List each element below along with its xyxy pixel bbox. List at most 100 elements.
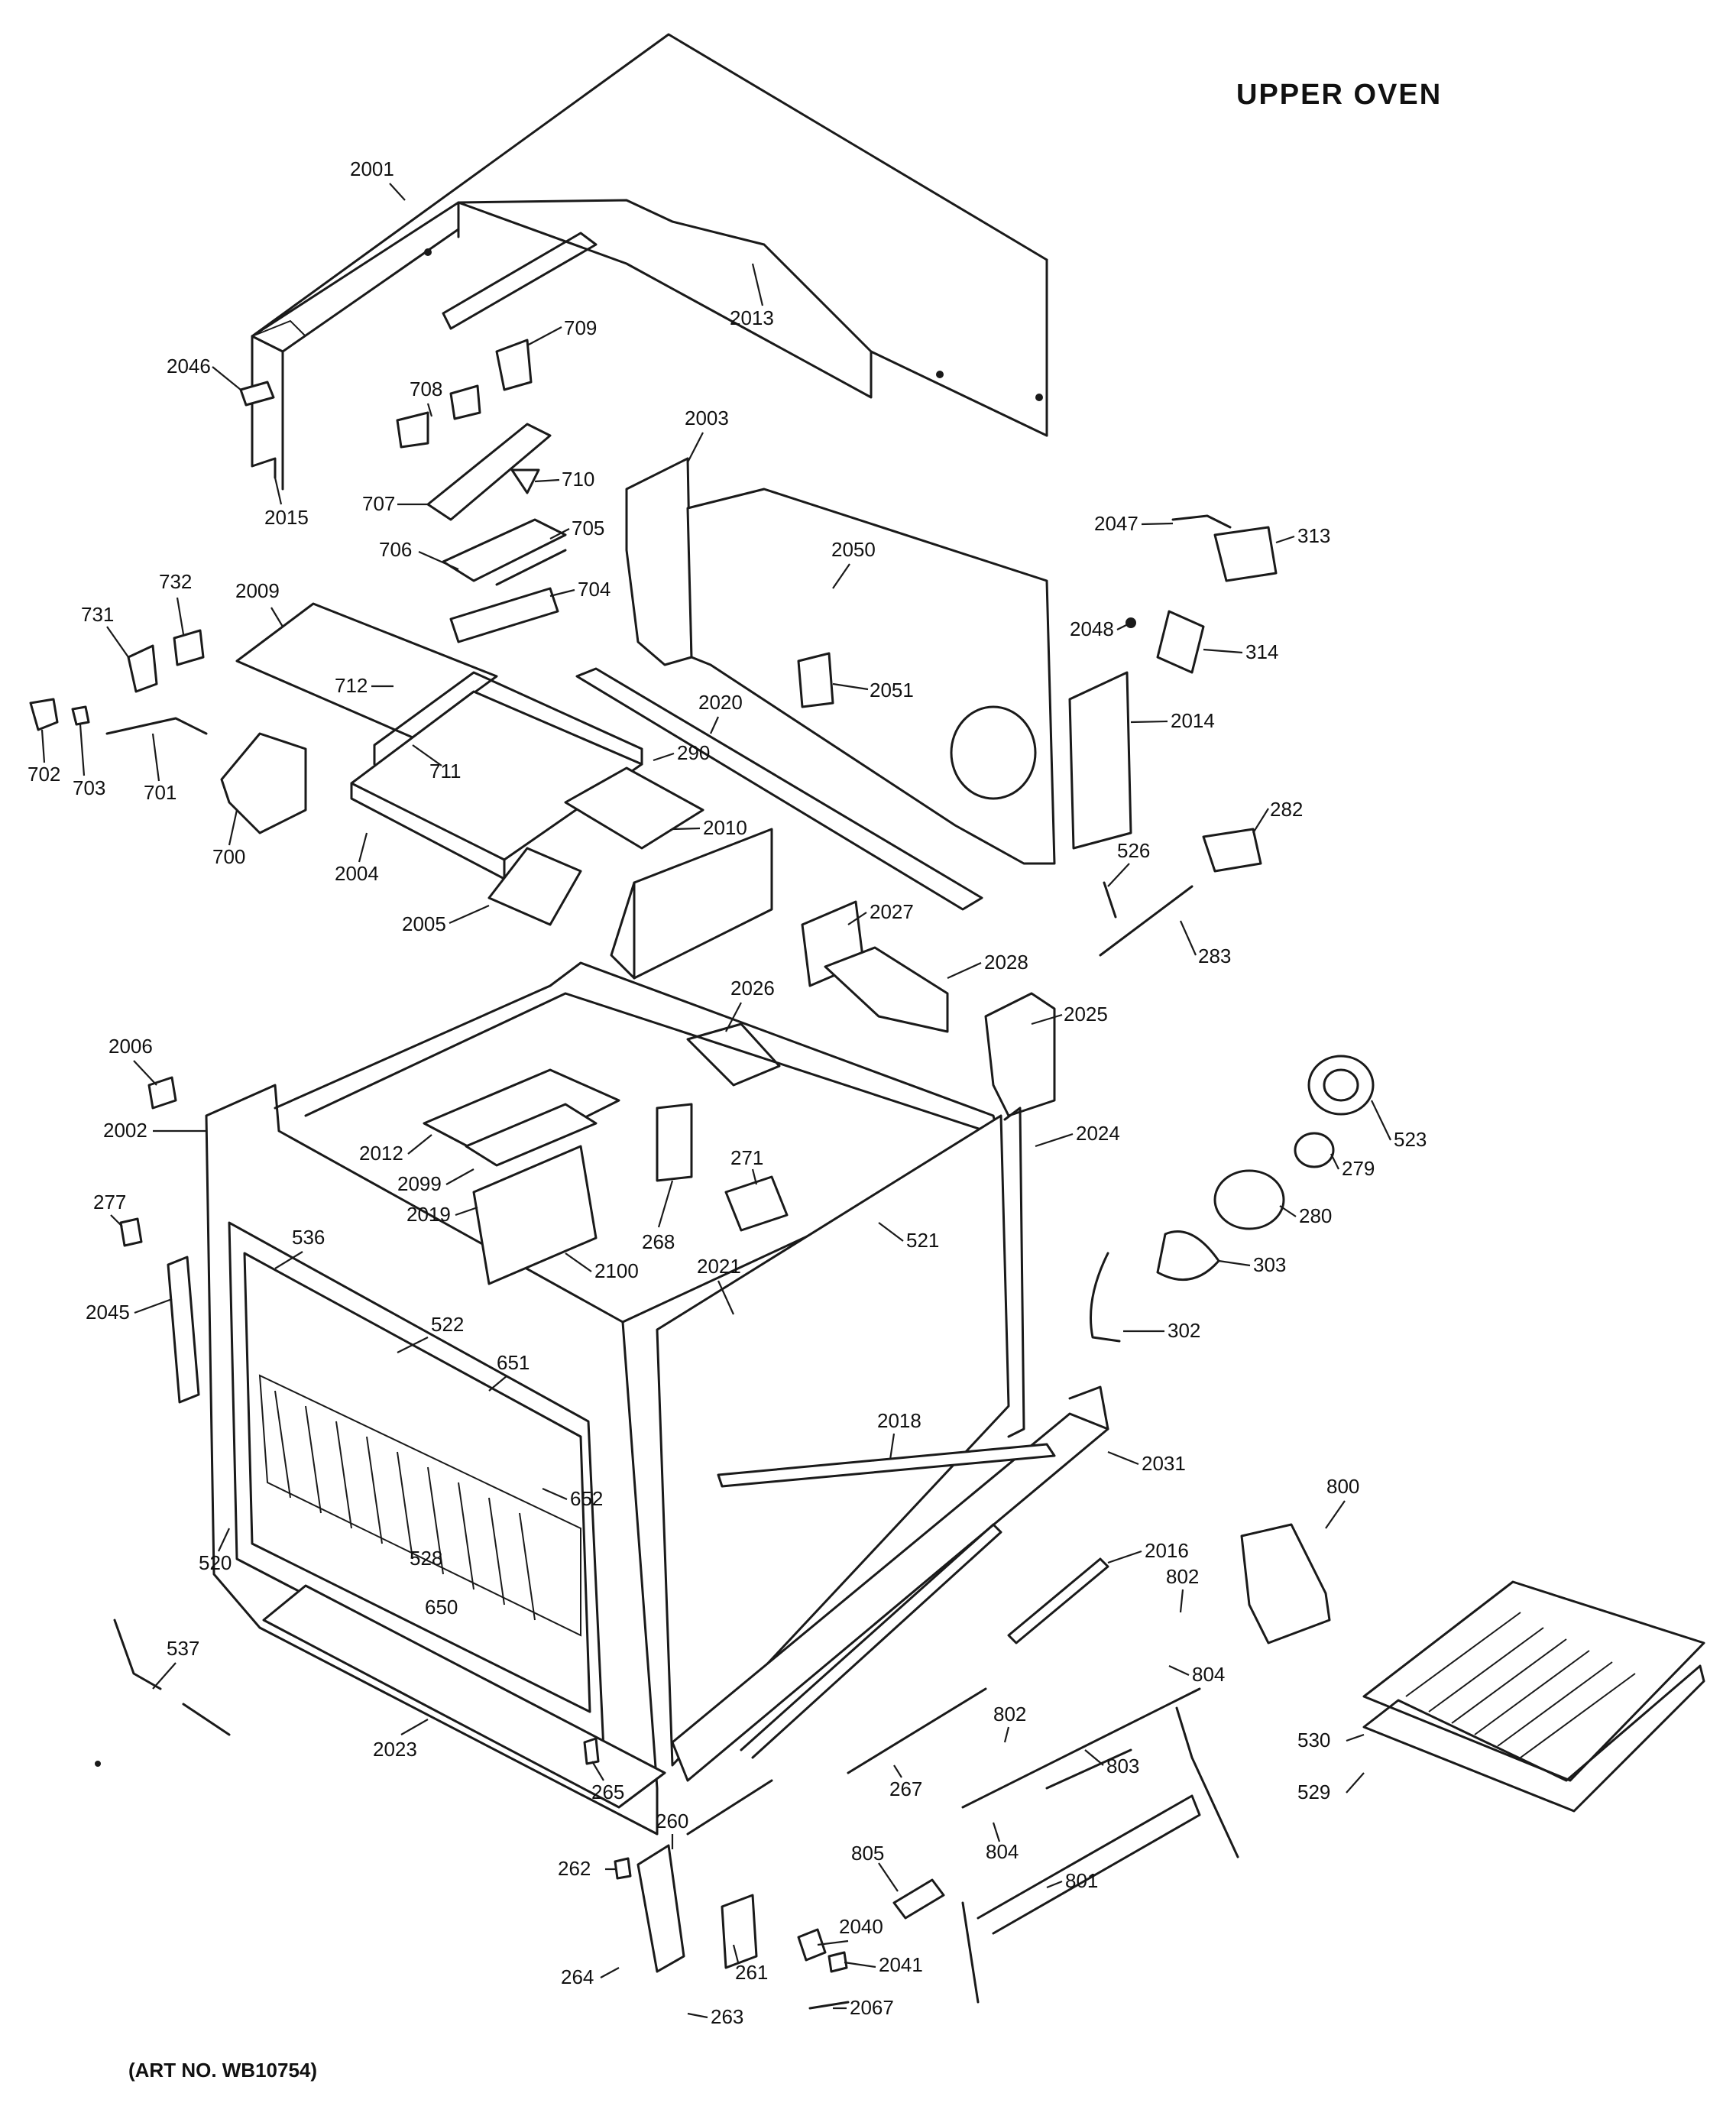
- callout-302: 302: [1168, 1319, 1200, 1342]
- callout-706: 706: [379, 538, 412, 561]
- lamp-holder-279: [1294, 1132, 1335, 1168]
- callout-2016: 2016: [1145, 1539, 1189, 1562]
- callout-263: 263: [711, 2005, 743, 2028]
- callout-801: 801: [1065, 1869, 1098, 1892]
- callout-2010: 2010: [703, 816, 747, 839]
- callout-732: 732: [159, 570, 192, 593]
- part-703: [71, 705, 90, 726]
- callout-290: 290: [677, 741, 710, 764]
- callout-2031: 2031: [1142, 1452, 1186, 1475]
- callout-2023: 2023: [373, 1738, 417, 1761]
- callout-2046: 2046: [167, 355, 211, 378]
- bracket-2046: [239, 381, 275, 407]
- callout-731: 731: [81, 603, 114, 626]
- callout-277: 277: [93, 1191, 126, 1214]
- probe-537: [113, 1619, 231, 1736]
- part-265: [583, 1737, 600, 1765]
- callout-2041: 2041: [879, 1953, 923, 1976]
- callout-2015: 2015: [264, 506, 309, 529]
- callout-2040: 2040: [839, 1915, 883, 1938]
- duct-2028: [824, 946, 949, 1033]
- callout-314: 314: [1245, 640, 1278, 663]
- callout-2051: 2051: [870, 679, 914, 702]
- callout-2026: 2026: [730, 977, 775, 1000]
- bracket-731: [127, 644, 158, 693]
- callout-803: 803: [1106, 1755, 1139, 1777]
- wire-302: [1090, 1252, 1121, 1343]
- callout-264: 264: [561, 1965, 594, 1988]
- callout-2067: 2067: [850, 1996, 894, 2019]
- callout-530: 530: [1297, 1729, 1330, 1751]
- callout-652: 652: [570, 1487, 603, 1510]
- hinge-261: [721, 1894, 758, 1969]
- brace-2020: [575, 667, 983, 911]
- callout-520: 520: [199, 1551, 232, 1574]
- callout-529: 529: [1297, 1781, 1330, 1803]
- spit-803: [961, 1687, 1201, 1809]
- callout-2018: 2018: [877, 1409, 921, 1432]
- callout-2002: 2002: [103, 1119, 147, 1142]
- callout-711: 711: [429, 760, 461, 783]
- callout-260: 260: [656, 1810, 688, 1832]
- part-277: [119, 1217, 143, 1247]
- callout-282: 282: [1270, 798, 1303, 821]
- motor-2047: [1125, 514, 1278, 628]
- callout-2050: 2050: [831, 538, 876, 561]
- callout-279: 279: [1342, 1157, 1375, 1180]
- oven-body: [167, 961, 1109, 1836]
- callout-804-lower: 804: [986, 1840, 1019, 1863]
- callout-2028: 2028: [984, 951, 1028, 974]
- callout-800: 800: [1326, 1475, 1359, 1498]
- stray-dot: [95, 1761, 101, 1767]
- part-262: [614, 1857, 632, 1880]
- callout-521: 521: [906, 1229, 939, 1252]
- top-cover-part: [251, 33, 1048, 491]
- screw-2067: [808, 2001, 850, 2010]
- callout-262: 262: [558, 1857, 591, 1880]
- callout-651: 651: [497, 1351, 530, 1374]
- callout-2045: 2045: [86, 1301, 130, 1324]
- callout-labels: 2001 2013 2046 2015 709 708 710 707 706 …: [28, 157, 1427, 2028]
- callout-2004: 2004: [335, 862, 379, 885]
- callout-2099: 2099: [397, 1172, 442, 1195]
- fan-314: [1156, 610, 1205, 674]
- leader-lines: [40, 183, 1391, 2019]
- rotisserie-motor-800: [1240, 1523, 1331, 1644]
- callout-268: 268: [642, 1230, 675, 1253]
- callout-700: 700: [212, 845, 245, 868]
- callout-2027: 2027: [870, 900, 914, 923]
- diagram-title: UPPER OVEN: [1236, 79, 1442, 111]
- rod-701: [105, 717, 208, 735]
- clip-2040: [797, 1928, 827, 1962]
- callout-528: 528: [410, 1547, 442, 1570]
- switch-708: [396, 384, 481, 449]
- knob-710: [510, 468, 540, 494]
- bracket-705: [495, 549, 567, 586]
- callout-2024: 2024: [1076, 1122, 1120, 1145]
- handle-805: [892, 1878, 945, 1920]
- callout-261: 261: [735, 1961, 768, 1984]
- callout-267: 267: [889, 1777, 922, 1800]
- clip-2041: [828, 1951, 848, 1973]
- callout-2047: 2047: [1094, 512, 1138, 535]
- callout-704: 704: [578, 578, 611, 601]
- callout-712: 712: [335, 674, 368, 697]
- bracket-706: [442, 518, 567, 582]
- shelf-2005: [487, 847, 582, 926]
- callout-313: 313: [1297, 524, 1330, 547]
- callout-2019: 2019: [406, 1203, 451, 1226]
- callout-710: 710: [562, 468, 594, 491]
- callout-537: 537: [167, 1637, 199, 1660]
- callout-650: 650: [425, 1596, 458, 1619]
- bracket-707: [426, 423, 552, 521]
- panel-2014: [1068, 671, 1132, 850]
- panel-2050: [686, 488, 1056, 865]
- part-2051: [797, 652, 834, 708]
- callout-2012: 2012: [359, 1142, 403, 1165]
- callout-2025: 2025: [1064, 1003, 1108, 1026]
- callout-2021: 2021: [697, 1255, 741, 1278]
- callout-702: 702: [28, 763, 60, 786]
- callout-701: 701: [144, 781, 177, 804]
- callout-2100: 2100: [594, 1259, 639, 1282]
